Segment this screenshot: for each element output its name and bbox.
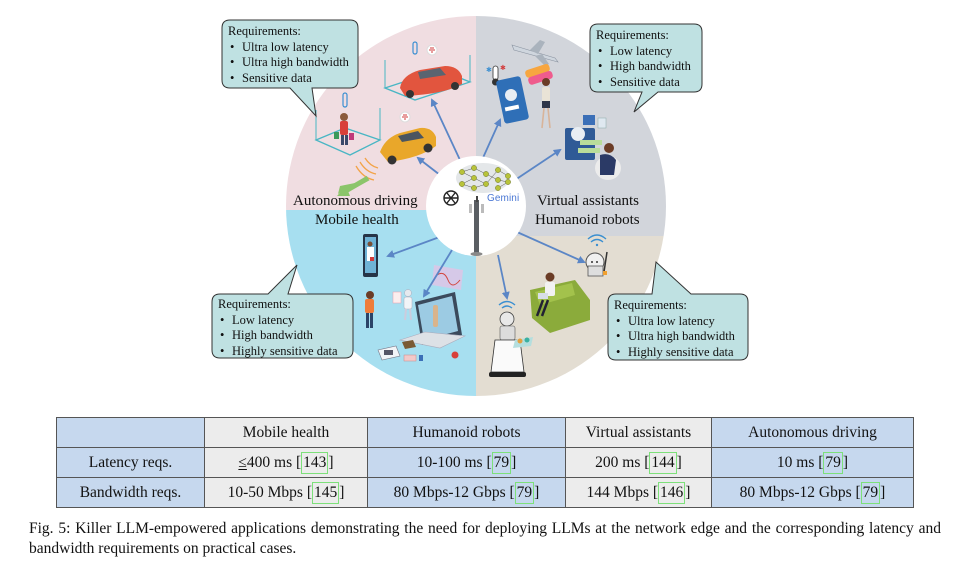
citation-link[interactable]: 143: [301, 451, 329, 474]
medical-robot-icon: [392, 289, 413, 321]
callout-humanoid-robots: [607, 260, 749, 361]
yellow-car-icon: [380, 127, 436, 165]
table-cell: 10-50 Mbps [145]: [204, 477, 368, 508]
requirement-item: •High bandwidth: [598, 59, 691, 73]
red-car-icon: [400, 66, 462, 98]
table-header-cell: Autonomous driving: [711, 417, 914, 448]
citation-link[interactable]: 79: [860, 481, 881, 504]
table-cell: 10 ms [79]: [711, 447, 914, 478]
callout-mobile-health: [211, 264, 354, 359]
connection-arrows: [386, 98, 586, 300]
svg-text:✱: ✱: [500, 64, 506, 72]
mobile-health-illustration: [363, 234, 467, 362]
requirements-humanoid-robots: Requirements: •Ultra low latency •Ultra …: [610, 296, 740, 362]
label-humanoid-robots: Humanoid robots: [535, 212, 640, 228]
table-header-cell: Virtual assistants: [565, 417, 712, 448]
table-cell: 10-100 ms [79]: [367, 447, 566, 478]
table-row: Bandwidth reqs. 10-50 Mbps [145] 80 Mbps…: [56, 477, 914, 508]
citation-link[interactable]: 144: [649, 451, 677, 474]
label-mobile-health: Mobile health: [315, 212, 399, 228]
pedestrian-icon: [334, 113, 354, 145]
requirement-item: •Low latency: [598, 43, 673, 58]
row-label: Latency reqs.: [56, 447, 205, 478]
woman-icon: [541, 78, 551, 129]
requirements-virtual-assistants: Requirements: •Low latency •High bandwid…: [592, 26, 696, 92]
requirements-title: Requirements:: [228, 24, 301, 38]
doctor-tablet-icon: [363, 234, 378, 277]
wifi-icon: [587, 234, 607, 247]
airplane-icon: [511, 40, 559, 66]
table-header-row: Mobile health Humanoid robots Virtual as…: [56, 417, 914, 448]
neural-network-icon: [456, 163, 511, 193]
cell-tower-icon: [469, 196, 484, 256]
openai-logo-icon: [443, 190, 459, 206]
patient-icon: [365, 291, 374, 328]
table-row: Latency reqs. ≤400 ms [143] 10-100 ms [7…: [56, 447, 914, 478]
serving-robot-icon: [489, 300, 533, 377]
table-header-cell: [56, 417, 205, 448]
table-cell: ≤400 ms [143]: [204, 447, 368, 478]
autonomous-driving-illustration: [314, 41, 472, 196]
requirement-item: •Low latency: [220, 312, 295, 327]
requirement-item: •Ultra high bandwidth: [230, 55, 349, 69]
callout-virtual-assistants: [589, 23, 703, 113]
callout-autonomous-driving: [221, 19, 359, 118]
citation-link[interactable]: 145: [311, 481, 340, 504]
requirements-mobile-health: Requirements: •Low latency •High bandwid…: [214, 295, 343, 361]
blood-pressure-monitor-icon: [377, 340, 459, 362]
requirement-item: •Sensitive data: [598, 74, 680, 89]
requirement-item: •Highly sensitive data: [616, 344, 734, 359]
requirements-autonomous-driving: Requirements: •Ultra low latency •Ultra …: [224, 22, 354, 88]
citation-link[interactable]: 146: [658, 481, 686, 504]
table-cell: 144 Mbps [146]: [565, 477, 712, 508]
citation-link[interactable]: 79: [514, 481, 535, 504]
table-cell: 80 Mbps-12 Gbps [79]: [367, 477, 566, 508]
figure-caption: Fig. 5: Killer LLM-empowered application…: [29, 520, 941, 557]
requirements-table: Mobile health Humanoid robots Virtual as…: [56, 417, 914, 508]
requirements-title: Requirements:: [218, 297, 291, 311]
requirements-title: Requirements:: [596, 28, 669, 42]
requirement-item: •Highly sensitive data: [220, 343, 338, 358]
desktop-assistant-icon: [565, 115, 607, 160]
requirement-item: •Ultra high bandwidth: [616, 329, 735, 343]
table-cell: 80 Mbps-12 Gbps [79]: [711, 477, 914, 508]
requirement-item: •Ultra low latency: [230, 39, 329, 54]
label-autonomous-driving: Autonomous driving: [293, 193, 418, 209]
humanoid-robots-illustration: [489, 234, 608, 377]
figure-graphics: ✱ ✱: [211, 16, 749, 396]
requirement-item: •High bandwidth: [220, 328, 313, 342]
requirement-item: •Sensitive data: [230, 70, 312, 85]
woman-at-computer-icon: [595, 143, 621, 180]
llm-applications-figure: ✱ ✱: [211, 16, 749, 396]
label-virtual-assistants: Virtual assistants: [537, 193, 640, 209]
virtual-assistants-illustration: ✱ ✱: [486, 40, 621, 180]
row-label: Bandwidth reqs.: [56, 477, 205, 508]
citation-link[interactable]: 79: [823, 451, 843, 474]
table-cell: 200 ms [144]: [565, 447, 712, 478]
cleaning-robot-icon: [585, 251, 608, 277]
man-on-sofa-icon: [530, 272, 590, 333]
citation-link[interactable]: 79: [491, 451, 512, 474]
svg-text:✱: ✱: [486, 66, 492, 74]
table-header-cell: Humanoid robots: [367, 417, 566, 448]
gemini-logo-text: Gemini: [487, 193, 520, 204]
callout-shapes: [211, 19, 749, 361]
requirement-item: •Ultra low latency: [616, 313, 715, 328]
requirements-title: Requirements:: [614, 298, 687, 312]
table-header-cell: Mobile health: [204, 417, 368, 448]
phone-assistant-icon: [496, 76, 529, 124]
